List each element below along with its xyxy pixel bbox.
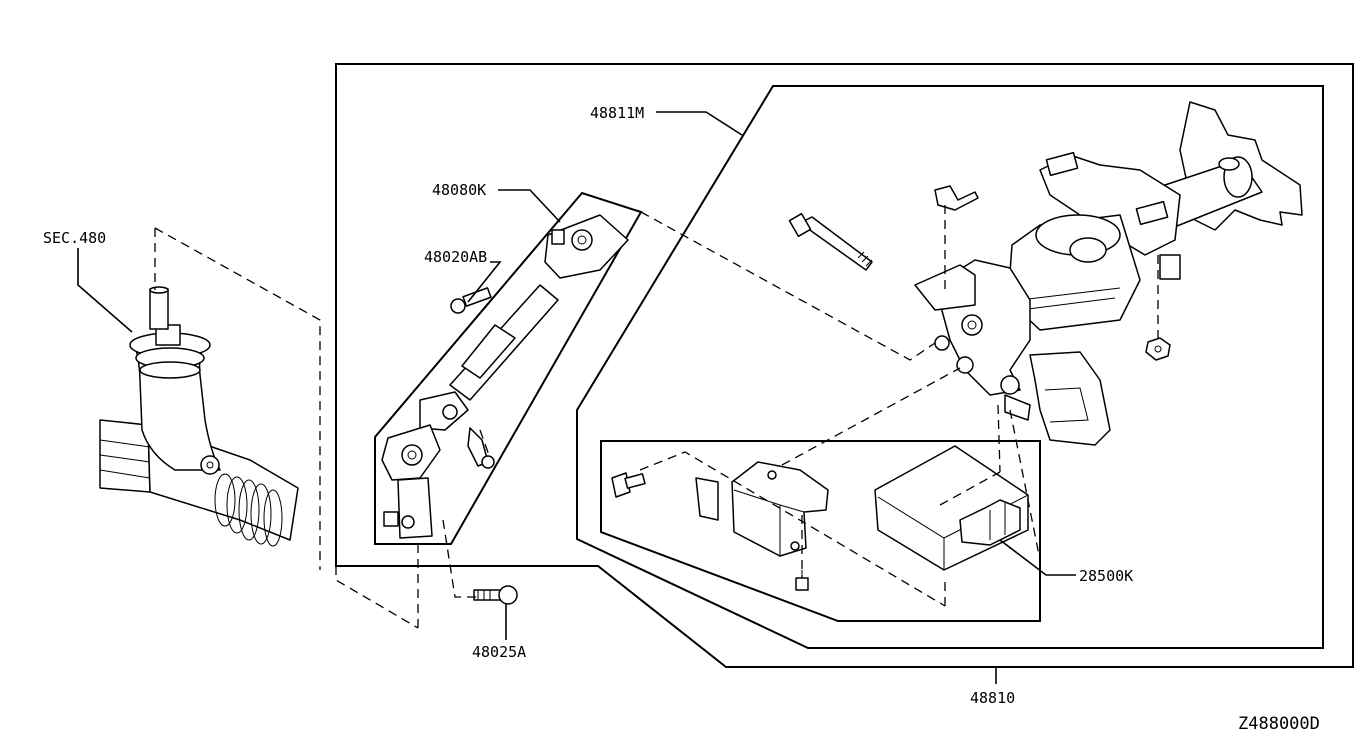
label-48020ab: 48020AB: [424, 248, 487, 266]
label-48025a: 48025A: [472, 643, 526, 661]
bolt-48025a-drawing: [473, 585, 518, 605]
label-48811m: 48811M: [590, 104, 644, 122]
control-unit-drawing: [611, 445, 1029, 591]
label-48810: 48810: [970, 689, 1015, 707]
leader-lines: [77, 111, 1076, 684]
connection-lines: [154, 205, 1159, 629]
label-sec480: SEC.480: [43, 229, 106, 247]
intermediate-shaft-drawing: [381, 214, 629, 539]
label-48080k: 48080K: [432, 181, 486, 199]
shaft-frame-48080k: [374, 191, 643, 545]
steering-column-drawing: [788, 101, 1303, 446]
bolt-48020ab-drawing: [450, 287, 492, 314]
steering-gear-drawing: [99, 286, 299, 547]
control-unit-frame-28500k: [600, 440, 1041, 622]
figure-code: Z488000D: [1238, 714, 1320, 734]
label-28500k: 28500K: [1079, 567, 1133, 585]
column-frame-48811m: [576, 85, 1324, 649]
